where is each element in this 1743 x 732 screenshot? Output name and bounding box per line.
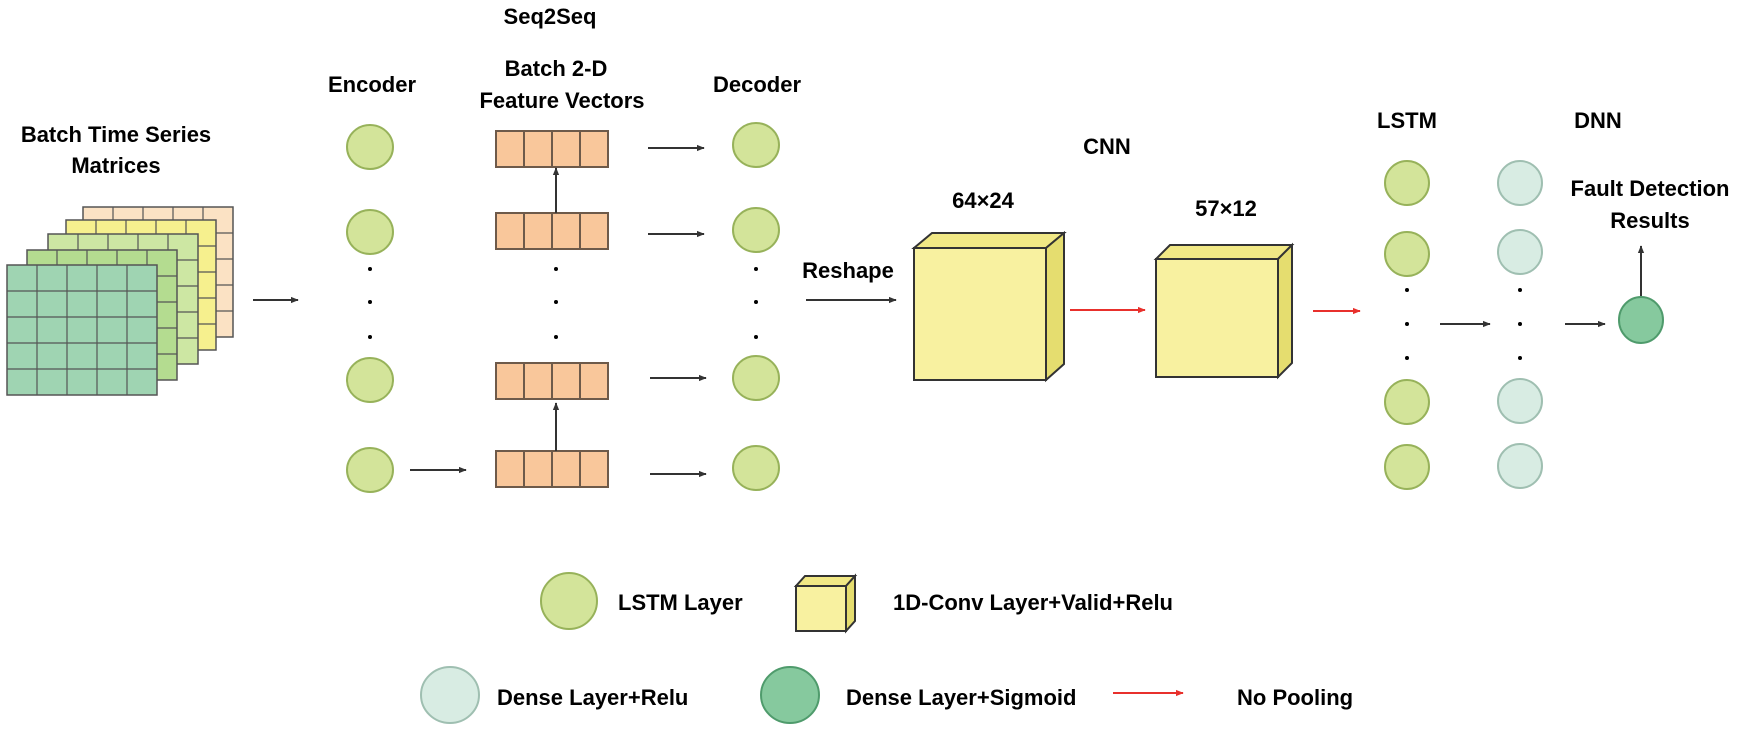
feature-vector-cell <box>551 130 581 168</box>
output-title-line2: Results <box>1610 208 1689 233</box>
conv-block-57x12 <box>1153 242 1295 380</box>
feature-vector-cell <box>495 362 525 400</box>
legend-no-pooling-label: No Pooling <box>1237 685 1353 710</box>
feature-vector <box>495 362 609 400</box>
lstm-cell <box>1384 160 1430 206</box>
feature-vector-cell <box>579 362 609 400</box>
legend-dense-relu-label: Dense Layer+Relu <box>497 685 688 710</box>
feature-vector-cell <box>551 362 581 400</box>
dense-cell <box>1497 443 1543 489</box>
feature-vector-cell <box>495 450 525 488</box>
legend-dense-sigmoid-swatch <box>760 666 820 724</box>
encoder-title: Encoder <box>328 72 416 97</box>
legend-conv-label: 1D-Conv Layer+Valid+Relu <box>893 590 1173 615</box>
ellipsis-dot <box>368 267 372 271</box>
feature-vector <box>495 130 609 168</box>
feature-vectors <box>495 130 609 488</box>
feature-vector-cell <box>495 130 525 168</box>
cube-side-face <box>1045 230 1065 383</box>
feature-vector-cell <box>579 212 609 250</box>
lstm-layer-cells <box>1384 160 1430 490</box>
ellipsis-dot <box>368 300 372 304</box>
feature-vector <box>495 450 609 488</box>
legend-lstm-label: LSTM Layer <box>618 590 743 615</box>
dense-cell <box>1497 160 1543 206</box>
ellipsis-dot <box>1405 288 1409 292</box>
ellipsis-dot <box>554 335 558 339</box>
feature-vector-cell <box>523 212 553 250</box>
cube-front-face <box>913 247 1047 381</box>
seq2seq-title: Seq2Seq <box>504 4 597 29</box>
dnn-dense-cells <box>1497 160 1543 489</box>
input-matrix-stack <box>6 206 234 396</box>
input-title-line1: Batch Time Series <box>21 122 211 147</box>
batch-vectors-title-line1: Batch 2-D <box>505 56 608 81</box>
encoder-cell <box>346 357 394 403</box>
lstm-cell <box>1384 231 1430 277</box>
ellipsis-dot <box>754 267 758 271</box>
dnn-title: DNN <box>1574 108 1622 133</box>
decoder-cell <box>732 445 780 491</box>
cube-top-face <box>1153 244 1295 260</box>
ellipsis-dot <box>1518 322 1522 326</box>
ellipsis-dot <box>1405 322 1409 326</box>
lstm-title: LSTM <box>1377 108 1437 133</box>
conv2-size-label: 57×12 <box>1195 196 1257 221</box>
legend-conv-side <box>845 573 856 634</box>
ellipsis-dot <box>1518 288 1522 292</box>
feature-vector-cell <box>523 450 553 488</box>
lstm-cell <box>1384 444 1430 490</box>
legend: LSTM Layer 1D-Conv Layer+Valid+Relu Dens… <box>420 572 1353 724</box>
time-series-matrix <box>6 264 158 396</box>
feature-vector-cell <box>579 130 609 168</box>
dense-cell <box>1497 229 1543 275</box>
batch-vectors-title-line2: Feature Vectors <box>479 88 644 113</box>
encoder-cell <box>346 209 394 255</box>
ellipsis-dot <box>1405 356 1409 360</box>
feature-vector-cell <box>523 362 553 400</box>
decoder-cells <box>732 122 780 491</box>
legend-dense-sigmoid-label: Dense Layer+Sigmoid <box>846 685 1076 710</box>
input-title-line2: Matrices <box>71 153 160 178</box>
cube-top-face <box>911 232 1067 249</box>
feature-vector <box>495 212 609 250</box>
conv-block-64x24 <box>911 230 1067 383</box>
decoder-cell <box>732 122 780 168</box>
reshape-label: Reshape <box>802 258 894 283</box>
ellipsis-dot <box>754 335 758 339</box>
cube-side-face <box>1277 242 1293 380</box>
cnn-title: CNN <box>1083 134 1131 159</box>
output-title-line1: Fault Detection <box>1571 176 1730 201</box>
feature-vector-cell <box>551 212 581 250</box>
ellipsis-dot <box>554 300 558 304</box>
encoder-cell <box>346 447 394 493</box>
decoder-cell <box>732 207 780 253</box>
ellipsis-dot <box>554 267 558 271</box>
legend-conv-swatch <box>795 585 847 632</box>
encoder-cell <box>346 124 394 170</box>
feature-vector-cell <box>523 130 553 168</box>
encoder-cells <box>346 124 394 493</box>
ellipsis-dot <box>1518 356 1522 360</box>
lstm-cell <box>1384 379 1430 425</box>
legend-dense-relu-swatch <box>420 666 480 724</box>
conv1-size-label: 64×24 <box>952 188 1015 213</box>
feature-vector-cell <box>579 450 609 488</box>
feature-vector-cell <box>495 212 525 250</box>
legend-lstm-swatch <box>540 572 598 630</box>
feature-vector-cell <box>551 450 581 488</box>
decoder-title: Decoder <box>713 72 801 97</box>
ellipsis-dot <box>754 300 758 304</box>
dense-cell <box>1497 378 1543 424</box>
output-sigmoid-cell <box>1618 296 1664 344</box>
cube-front-face <box>1155 258 1279 378</box>
ellipsis-dot <box>368 335 372 339</box>
decoder-cell <box>732 355 780 401</box>
